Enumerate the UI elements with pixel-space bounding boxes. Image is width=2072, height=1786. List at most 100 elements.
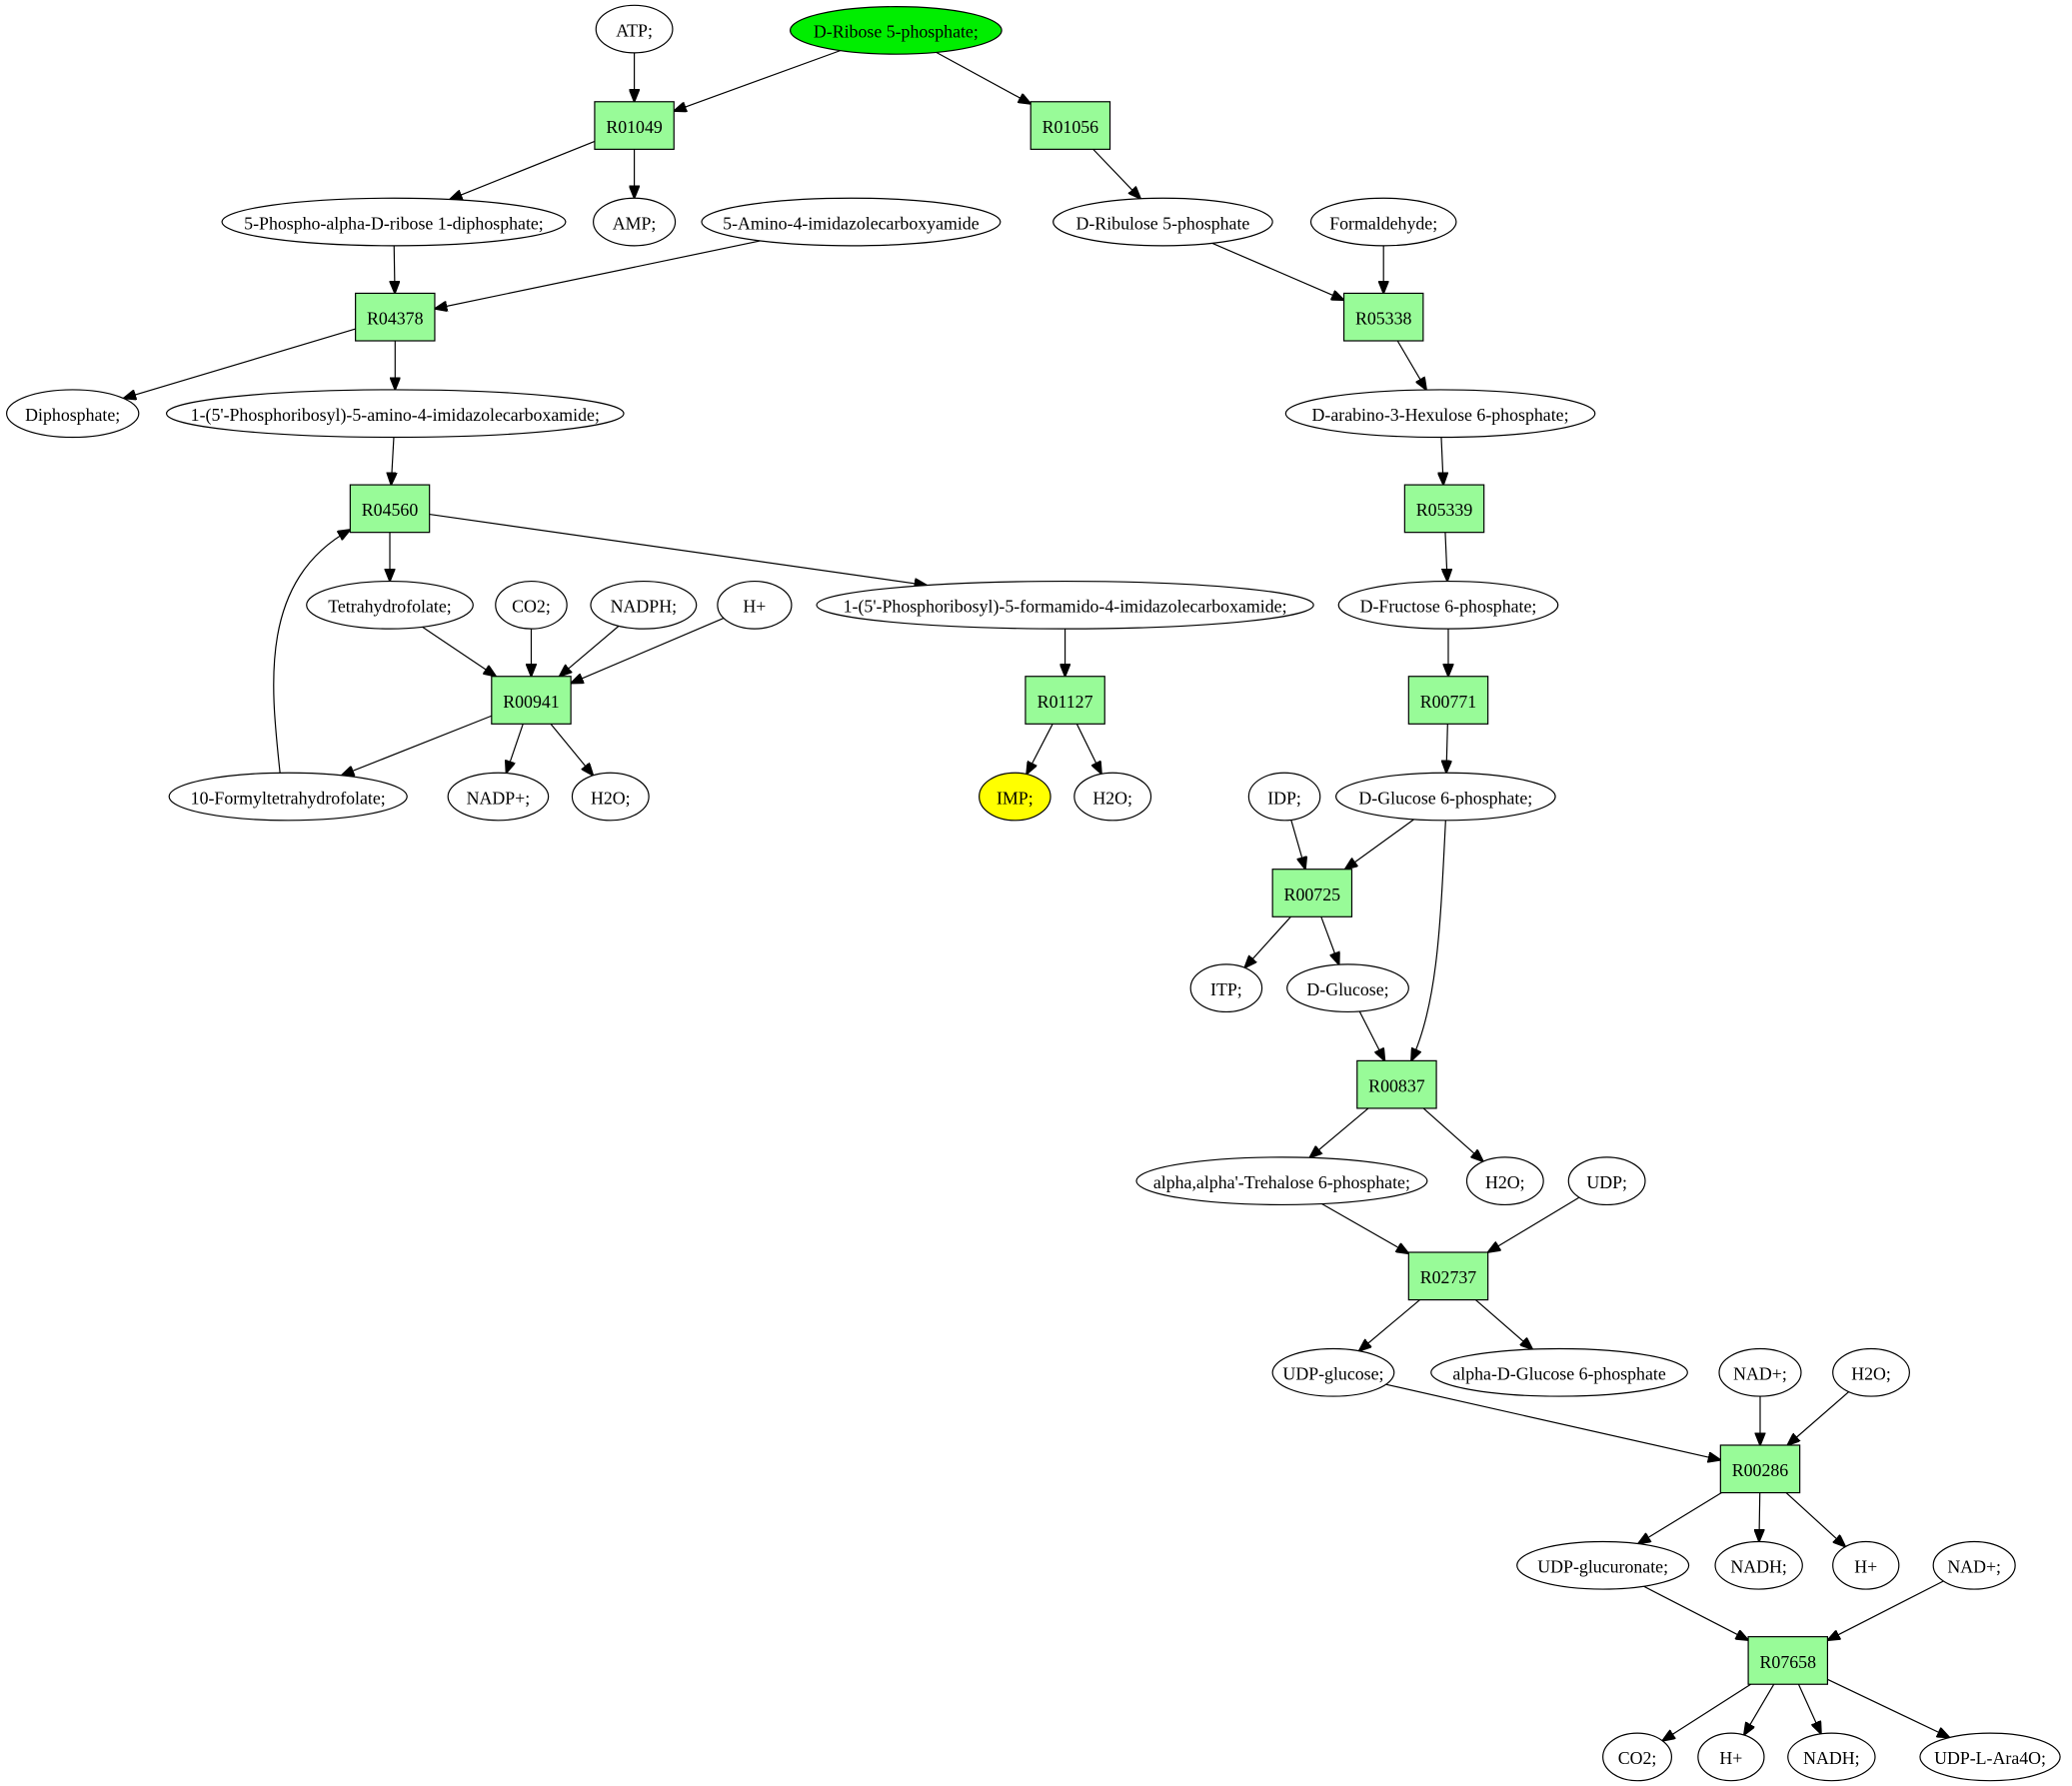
compound-node-udp_l_ara4o[interactable]: UDP-L-Ara4O; [1919,1732,2061,1782]
compound-ellipse [221,197,567,247]
edge-R07658-to-co2_2 [1662,1683,1751,1741]
compound-node-fructose_6p[interactable]: D-Fructose 6-phosphate; [1337,580,1559,630]
reaction-node-R01049[interactable]: R01049 [594,101,675,150]
compound-node-trehalose_6p[interactable]: alpha,alpha'-Trehalose 6-phosphate; [1135,1156,1428,1206]
compound-node-h2o_4[interactable]: H2O; [1832,1347,1910,1397]
compound-node-nadh_1[interactable]: NADH; [1714,1540,1803,1590]
target-compound-ellipse [979,772,1051,822]
compound-node-formyl_thf[interactable]: 10-Formyltetrahydrofolate; [168,772,408,822]
reaction-node-R01056[interactable]: R01056 [1030,101,1111,150]
compound-ellipse [593,197,677,247]
compound-node-co2_1[interactable]: CO2; [495,580,568,630]
compound-node-formaldehyde[interactable]: Formaldehyde; [1309,197,1457,247]
compound-ellipse [1430,1347,1688,1397]
compound-ellipse [1284,389,1596,439]
compound-node-glucose_6p[interactable]: D-Glucose 6-phosphate; [1335,772,1556,822]
reaction-node-R00941[interactable]: R00941 [491,676,572,725]
compound-node-nad_2[interactable]: NAD+; [1932,1540,2016,1590]
node-label: R04378 [367,309,424,329]
node-label: NADP+; [467,788,531,808]
reaction-node-R02737[interactable]: R02737 [1407,1251,1489,1301]
compound-node-diphosphate[interactable]: Diphosphate; [6,389,140,439]
reaction-box [1719,1444,1801,1494]
compound-ellipse [6,389,140,439]
reaction-node-R04378[interactable]: R04378 [355,292,436,342]
edge-R00837-to-trehalose_6p [1309,1107,1369,1157]
node-label: D-Glucose 6-phosphate; [1358,788,1532,808]
compound-node-a_glucose_6p[interactable]: alpha-D-Glucose 6-phosphate [1430,1347,1688,1397]
compound-node-co2_2[interactable]: CO2; [1602,1732,1673,1782]
edge-R00941-to-h2o_1 [550,723,593,776]
compound-node-nadh_2[interactable]: NADH; [1787,1732,1876,1782]
compound-node-h2o_2[interactable]: H2O; [1073,772,1152,822]
reaction-node-R00771[interactable]: R00771 [1407,676,1489,725]
compound-node-h2o_3[interactable]: H2O; [1465,1156,1544,1206]
compound-ellipse [1567,1156,1646,1206]
compound-ellipse [306,580,474,630]
compound-node-imp[interactable]: IMP; [979,772,1051,822]
compound-node-itp[interactable]: ITP; [1189,963,1263,1013]
node-label: 1-(5'-Phosphoribosyl)-5-amino-4-imidazol… [191,405,600,426]
edge-R01127-to-imp [1027,724,1053,774]
reaction-box [1342,292,1424,342]
node-label: 10-Formyltetrahydrofolate; [191,788,386,808]
node-label: R00837 [1368,1075,1425,1095]
compound-ellipse [1286,963,1409,1013]
compound-node-nadp[interactable]: NADP+; [447,772,550,822]
compound-ellipse [1073,772,1152,822]
reaction-node-R04560[interactable]: R04560 [349,484,431,534]
reaction-node-R00725[interactable]: R00725 [1271,869,1353,917]
compound-node-hexulose_6p[interactable]: D-arabino-3-Hexulose 6-phosphate; [1284,389,1596,439]
node-label: D-Fructose 6-phosphate; [1360,597,1537,617]
reaction-box [594,101,675,150]
node-label: R00286 [1732,1460,1789,1480]
compound-node-aicar[interactable]: 1-(5'-Phosphoribosyl)-5-amino-4-imidazol… [165,389,625,439]
compound-node-d_ribulose_5p[interactable]: D-Ribulose 5-phosphate [1052,197,1273,247]
compound-node-h2o_1[interactable]: H2O; [571,772,650,822]
reaction-node-R00286[interactable]: R00286 [1719,1444,1801,1494]
compound-node-udp[interactable]: UDP; [1567,1156,1646,1206]
node-label: H2O; [591,788,631,808]
compound-node-nad_1[interactable]: NAD+; [1718,1347,1802,1397]
compound-node-idp[interactable]: IDP; [1247,772,1321,822]
compound-node-atp_1[interactable]: ATP; [595,4,674,54]
compound-node-aica[interactable]: 5-Amino-4-imidazolecarboxyamide [701,197,1002,247]
compound-node-udp_glucuronate[interactable]: UDP-glucuronate; [1516,1540,1690,1590]
node-label: H+ [743,597,766,617]
edge-udp-to-R02737 [1488,1196,1580,1252]
compound-node-amp[interactable]: AMP; [593,197,677,247]
compound-node-d_ribose_5p[interactable]: D-Ribose 5-phosphate; [790,6,1003,55]
node-label: H+ [1854,1557,1877,1577]
reaction-box [355,292,436,342]
reaction-node-R07658[interactable]: R07658 [1747,1636,1829,1685]
compound-ellipse [1787,1732,1876,1782]
reaction-node-R00837[interactable]: R00837 [1356,1059,1437,1109]
node-label: D-arabino-3-Hexulose 6-phosphate; [1312,405,1569,425]
node-label: alpha-D-Glucose 6-phosphate [1452,1364,1665,1384]
compound-node-faicar[interactable]: 1-(5'-Phosphoribosyl)-5-formamido-4-imid… [816,580,1314,630]
reaction-node-R05338[interactable]: R05338 [1342,292,1424,342]
node-label: AMP; [613,213,657,233]
node-label: ITP; [1210,979,1242,999]
compound-node-thf[interactable]: Tetrahydrofolate; [306,580,474,630]
compound-node-hplus_3[interactable]: H+ [1697,1732,1765,1782]
edge-glucose-to-R00837 [1358,1010,1384,1060]
reaction-box [1403,484,1485,534]
node-label: IDP; [1267,788,1301,808]
reaction-node-R01127[interactable]: R01127 [1025,676,1105,725]
compound-node-udp_glucose[interactable]: UDP-glucose; [1271,1347,1395,1397]
edge-R04560-to-faicar [429,513,927,586]
compound-node-hplus_2[interactable]: H+ [1832,1540,1900,1590]
compound-node-glucose[interactable]: D-Glucose; [1286,963,1409,1013]
edge-R07658-to-hplus_3 [1744,1683,1775,1735]
compound-node-nadph[interactable]: NADPH; [590,580,698,630]
edge-R07658-to-udp_l_ara4o [1827,1678,1949,1737]
edge-R00286-to-nadh_1 [1759,1492,1760,1542]
compound-ellipse [1714,1540,1803,1590]
node-label: R01056 [1042,117,1099,137]
node-label: IMP; [997,788,1034,808]
node-label: Formaldehyde; [1329,213,1437,233]
compound-node-prpp[interactable]: 5-Phospho-alpha-D-ribose 1-diphosphate; [221,197,567,247]
compound-node-hplus_1[interactable]: H+ [717,580,793,630]
reaction-node-R05339[interactable]: R05339 [1403,484,1485,534]
